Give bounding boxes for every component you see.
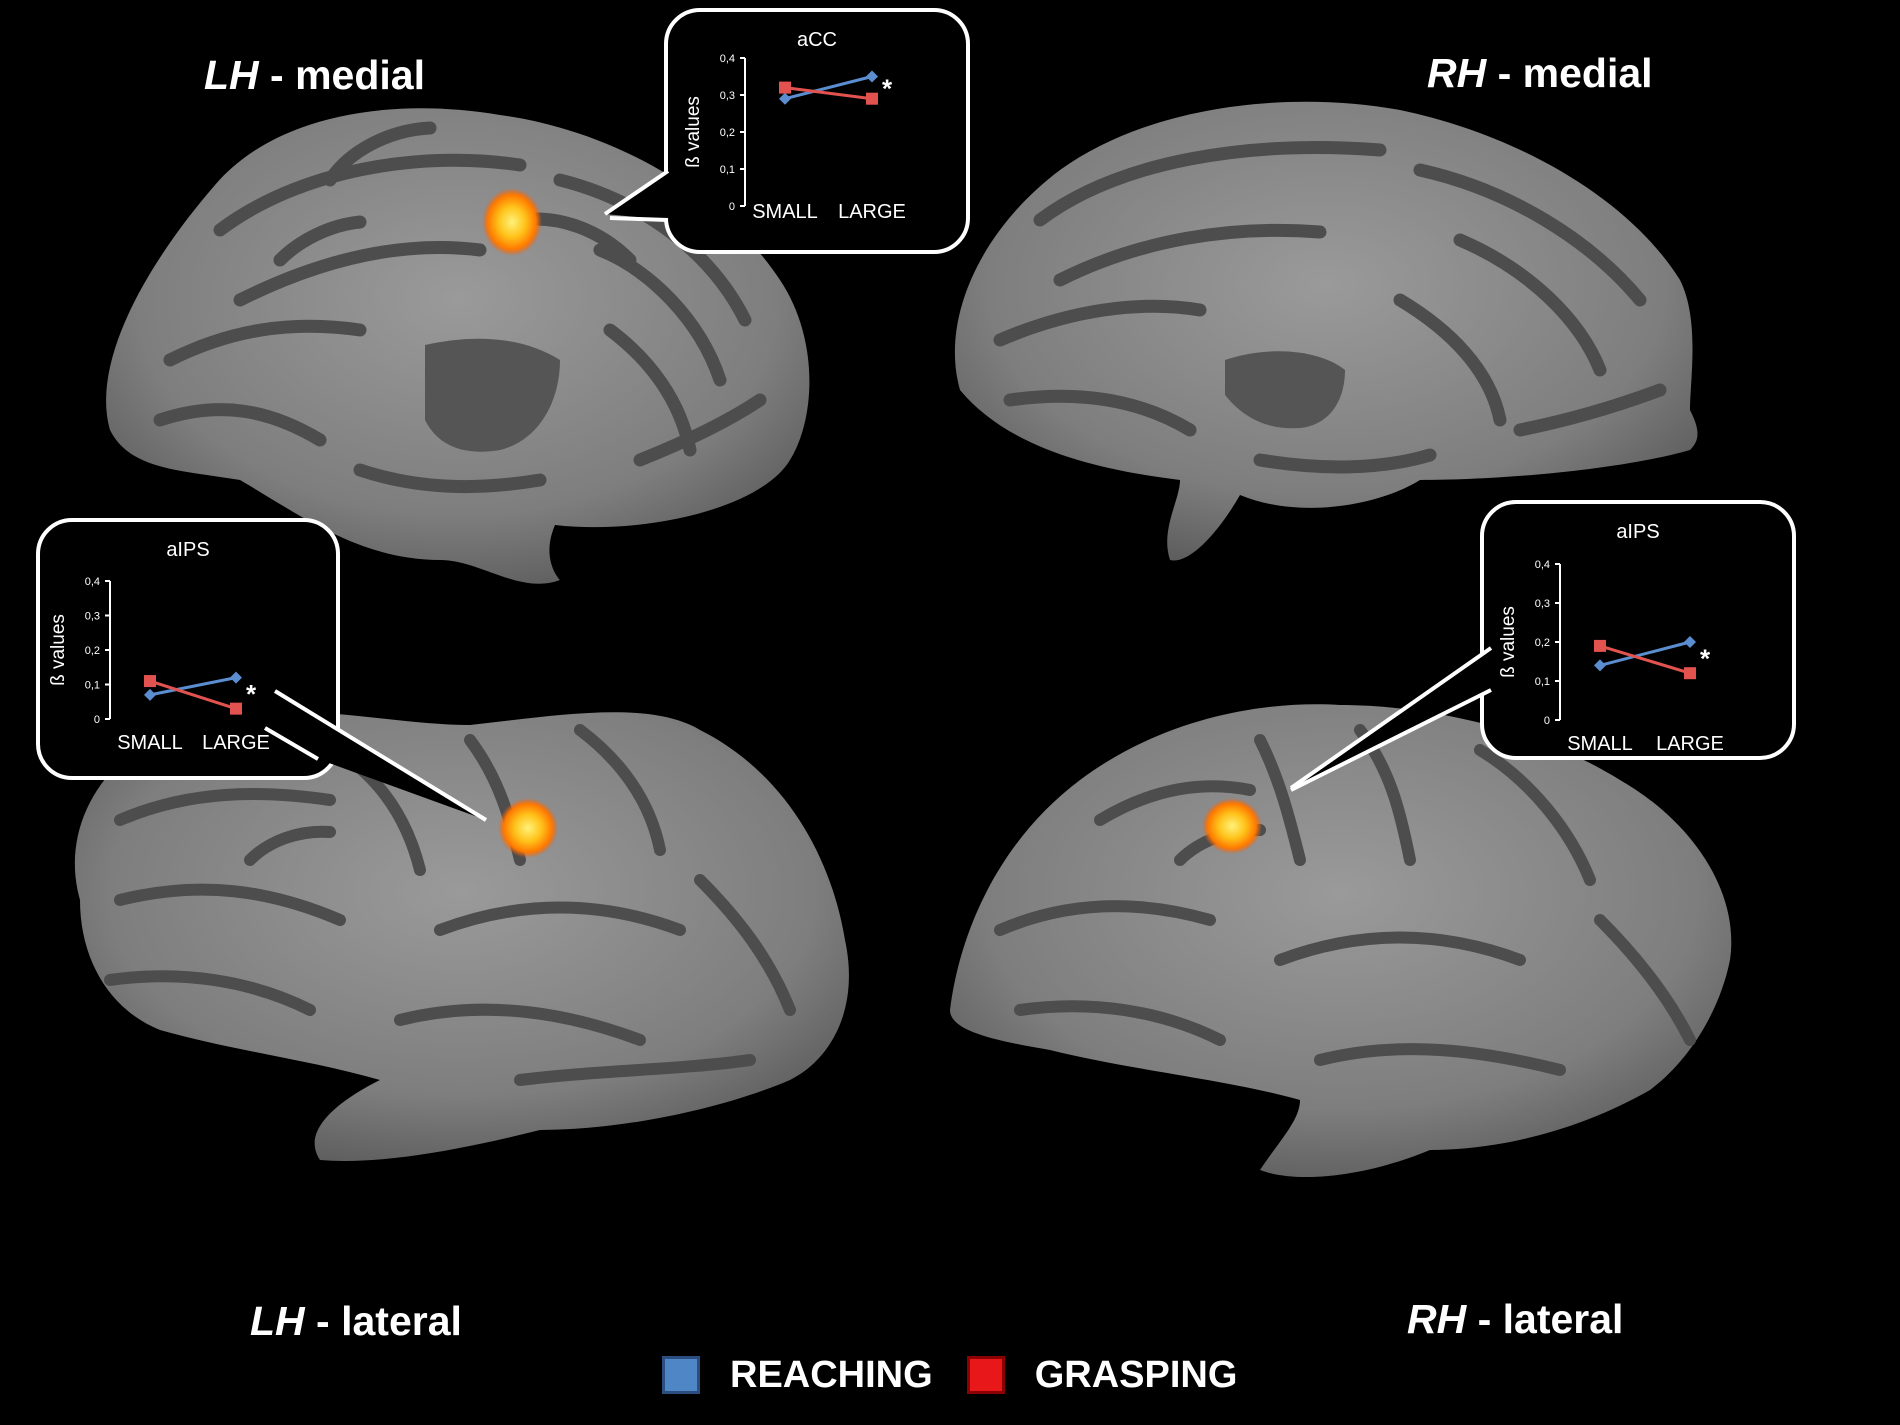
y-tick-label: 0,2 [720, 127, 735, 139]
label-rh-medial: RH - medial [1427, 50, 1653, 97]
legend-swatch-reaching [662, 1356, 700, 1394]
y-axis-label: ß values [683, 96, 704, 168]
data-point-grasping [779, 81, 791, 94]
view-label: - medial [258, 52, 425, 98]
legend-label-reaching: REACHING [730, 1353, 933, 1396]
data-point-grasping [144, 675, 156, 688]
series-line-grasping [784, 86, 873, 101]
y-tick-label: 0,2 [1535, 637, 1550, 649]
y-axis-label: ß values [48, 614, 69, 686]
significance-marker: * [246, 679, 257, 709]
rh-aips-activation [1202, 798, 1262, 854]
hemisphere-label: RH [1427, 50, 1487, 96]
callout-tail-edge [603, 169, 670, 216]
callout-box [36, 518, 340, 780]
label-rh-lateral: RH - lateral [1407, 1296, 1623, 1343]
significance-marker: * [1700, 644, 1711, 674]
hemisphere-label: RH [1407, 1296, 1467, 1342]
y-tick-label: 0 [1544, 715, 1550, 727]
series-line-reaching [149, 676, 237, 697]
data-point-reaching [1594, 659, 1606, 672]
hemisphere-label: LH [250, 1298, 305, 1344]
callout-tail-edge [1289, 646, 1493, 790]
rh-medial-brain [954, 101, 1698, 561]
callout-tail-edge [273, 689, 488, 822]
y-tick-label: 0,2 [85, 645, 100, 657]
series-line-grasping [1599, 644, 1691, 675]
chart-title: aCC [797, 29, 837, 51]
data-point-reaching [230, 671, 242, 684]
data-point-grasping [1684, 667, 1696, 680]
significance-marker: * [882, 74, 893, 104]
legend: REACHING GRASPING [662, 1352, 1271, 1398]
chart-title: aIPS [1616, 521, 1659, 543]
data-point-grasping [1594, 639, 1606, 652]
y-tick-label: 0,4 [720, 53, 735, 65]
callout-tail-edge [1290, 688, 1492, 792]
chart-title: aIPS [166, 539, 209, 561]
data-point-reaching [144, 688, 156, 701]
data-point-reaching [1684, 636, 1696, 648]
y-tick-label: 0,3 [720, 90, 735, 102]
legend-swatch-grasping [966, 1356, 1005, 1394]
y-tick-label: 0 [729, 201, 735, 213]
legend-label-grasping: GRASPING [1034, 1353, 1238, 1396]
x-tick-label: SMALL [752, 201, 818, 223]
y-tick-label: 0,3 [85, 611, 100, 623]
y-tick-label: 0,1 [720, 164, 735, 176]
data-point-grasping [866, 92, 878, 105]
y-axis-label: ß values [1498, 606, 1519, 678]
y-tick-label: 0,1 [1535, 676, 1550, 688]
callout-tail-edge [263, 726, 320, 761]
y-tick-label: 0 [94, 714, 100, 726]
y-tick-label: 0,4 [1535, 559, 1550, 571]
x-tick-label: LARGE [1656, 733, 1724, 755]
y-tick-label: 0,4 [85, 576, 100, 588]
x-tick-label: SMALL [117, 732, 183, 754]
view-label: - lateral [304, 1298, 462, 1344]
x-tick-label: LARGE [202, 732, 270, 754]
series-line-grasping [149, 679, 237, 711]
callout-box [664, 8, 970, 254]
view-label: - medial [1486, 50, 1653, 96]
rh-lateral-brain [950, 704, 1732, 1178]
series-line-reaching [784, 75, 873, 101]
hemisphere-label: LH [204, 52, 259, 98]
callout-tail-edge [609, 216, 669, 222]
label-lh-medial: LH - medial [204, 52, 425, 99]
y-tick-label: 0,3 [1535, 598, 1550, 610]
data-point-reaching [866, 70, 878, 83]
acc-activation [482, 188, 542, 256]
y-tick-label: 0,1 [85, 680, 100, 692]
series-line-reaching [1599, 640, 1691, 667]
view-label: - lateral [1466, 1296, 1624, 1342]
label-lh-lateral: LH - lateral [250, 1298, 462, 1345]
lh-aips-activation [498, 798, 558, 858]
x-tick-label: LARGE [838, 201, 906, 223]
x-tick-label: SMALL [1567, 733, 1633, 755]
data-point-reaching [779, 92, 791, 105]
lh-medial-brain [106, 108, 810, 584]
data-point-grasping [230, 702, 242, 715]
